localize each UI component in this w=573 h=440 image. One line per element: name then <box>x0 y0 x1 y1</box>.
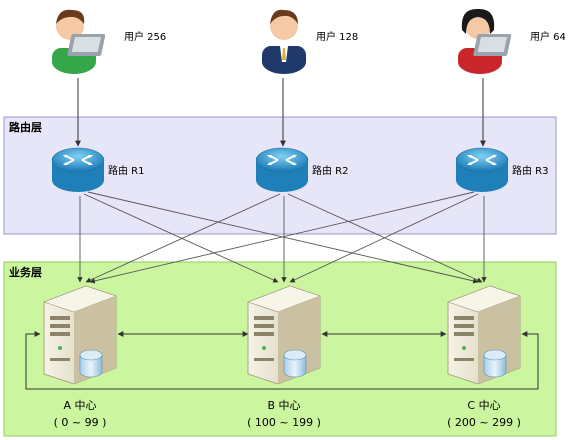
center-a-name: A 中心 <box>63 399 96 412</box>
router-icon <box>255 147 309 192</box>
user-avatar-icon <box>262 9 306 74</box>
center-c <box>447 285 521 385</box>
user-64: 用户 64 <box>458 8 566 74</box>
router-r1: 路由 R1 <box>51 147 145 192</box>
router-icon <box>51 147 105 192</box>
user-128: 用户 128 <box>262 9 358 74</box>
router-center-mesh <box>77 191 487 284</box>
router-r3: 路由 R3 <box>455 147 549 192</box>
center-b-name: B 中心 <box>267 399 300 412</box>
database-icon <box>79 349 103 378</box>
center-a-range: ( 0 ~ 99 ) <box>54 416 107 429</box>
router-label: 路由 R3 <box>512 164 549 177</box>
router-label: 路由 R1 <box>108 164 145 177</box>
a-c-loop-link <box>25 331 539 390</box>
center-b-range: ( 100 ~ 199 ) <box>247 416 321 429</box>
center-c-name: C 中心 <box>467 399 500 412</box>
database-icon <box>483 349 507 378</box>
center-a <box>43 285 117 385</box>
user-avatar-icon <box>458 8 512 74</box>
router-r2: 路由 R2 <box>255 147 349 192</box>
router-label: 路由 R2 <box>312 164 349 177</box>
database-icon <box>283 349 307 378</box>
center-c-range: ( 200 ~ 299 ) <box>447 416 521 429</box>
center-b <box>247 285 321 385</box>
router-icon <box>455 147 509 192</box>
user-label: 用户 256 <box>124 30 166 43</box>
user-label: 用户 64 <box>530 30 566 43</box>
routing-layer-title: 路由层 <box>9 120 42 134</box>
user-avatar-icon <box>52 9 106 74</box>
user-label: 用户 128 <box>316 30 358 43</box>
user-256: 用户 256 <box>52 9 166 74</box>
business-layer-title: 业务层 <box>9 265 42 279</box>
